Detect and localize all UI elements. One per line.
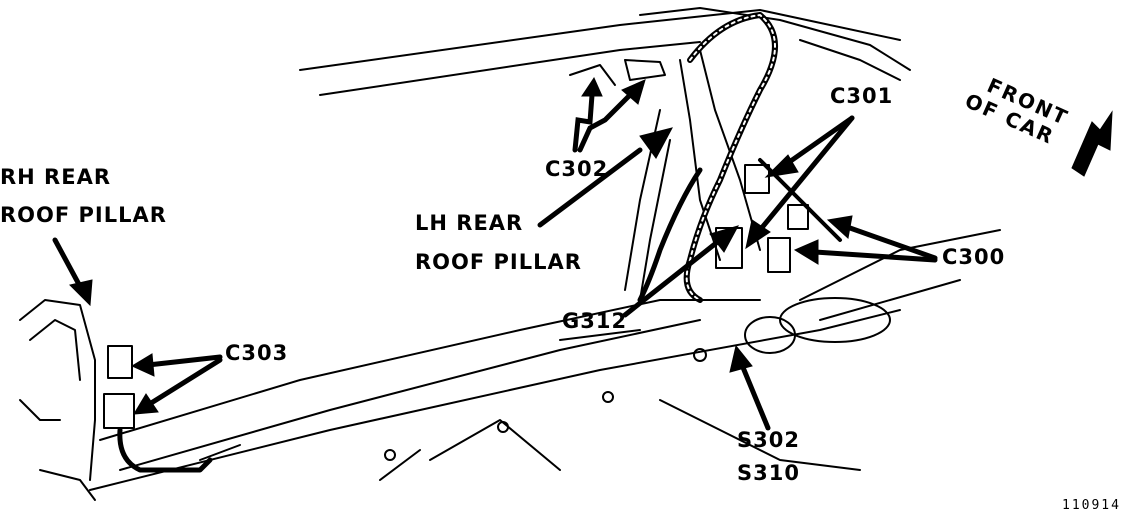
rh-pillar-arrow — [52, 237, 85, 293]
rh-pillar-outline — [19, 299, 96, 481]
c303-connector-upper — [107, 345, 133, 379]
c302-label: C302 — [545, 157, 609, 181]
c303-connector-lower — [103, 393, 135, 429]
floor-edge — [799, 229, 1001, 301]
lh-rear-roof-pillar-label-line1: LH REAR — [415, 211, 524, 235]
lh-rear-roof-pillar-label-line2: ROOF PILLAR — [415, 250, 582, 274]
g312-connector-block — [715, 227, 743, 269]
c301-arrow-2 — [757, 115, 855, 233]
roof-rail-outer — [299, 9, 901, 71]
roof-rail-inner — [319, 41, 701, 96]
rh-rear-roof-pillar-label-line1: RH REAR — [0, 165, 111, 189]
c300-label: C300 — [942, 245, 1006, 269]
c301-arrow-1 — [782, 115, 855, 168]
s302-arrow — [739, 362, 771, 431]
c302-bracket — [569, 64, 616, 86]
c300-arrow-2 — [812, 249, 938, 263]
s302-label: S302 — [737, 428, 800, 452]
lh-pillar-arrow — [537, 147, 643, 228]
rear-shelf-front-edge — [99, 299, 761, 441]
rh-rear-roof-pillar-label-line2: ROOF PILLAR — [0, 203, 167, 227]
figure-number: 110914 — [1062, 498, 1121, 513]
wheelhouse — [779, 297, 891, 343]
c301-connector — [744, 164, 770, 194]
c300-connector — [767, 237, 791, 273]
c302-arrow-1 — [572, 92, 595, 153]
s310-label: S310 — [737, 461, 800, 485]
c303-arrow-1 — [145, 354, 223, 368]
c302-arrow-2 — [577, 92, 633, 153]
front-of-car-arrow — [1071, 110, 1113, 177]
c303-label: C303 — [225, 341, 289, 365]
lh-pillar-edge-1 — [679, 59, 721, 261]
c301-label: C301 — [830, 84, 894, 108]
c303-arrow-2 — [145, 357, 223, 408]
g312-arrow — [622, 237, 723, 318]
roof-rear-edge — [639, 7, 911, 71]
lh-pillar-edge-2 — [699, 49, 761, 251]
c300-arrow-1 — [847, 225, 938, 261]
g312-label: G312 — [562, 309, 628, 333]
